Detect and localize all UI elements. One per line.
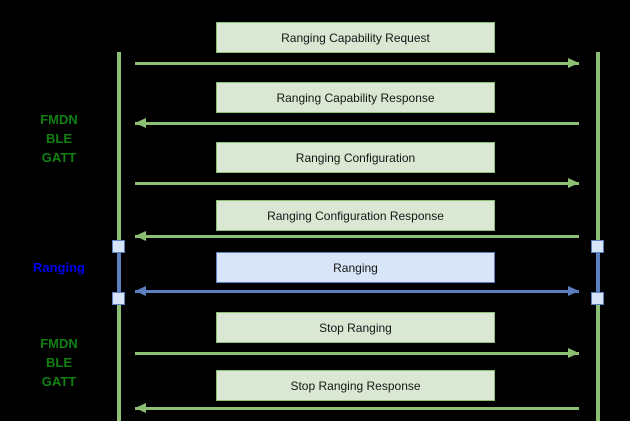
activation-bar-right — [596, 246, 600, 298]
message-arrow-stop-ranging-response — [135, 403, 579, 414]
arrowhead-left-icon — [135, 403, 146, 413]
lifeline-left-upper — [117, 52, 121, 241]
arrow-shaft — [135, 62, 579, 65]
arrow-shaft — [135, 235, 579, 238]
arrowhead-right-icon — [568, 348, 579, 358]
message-box-ranging: Ranging — [216, 252, 495, 283]
arrowhead-right-icon — [568, 58, 579, 68]
lifeline-right-upper — [596, 52, 600, 241]
arrow-shaft — [135, 290, 579, 293]
arrowhead-right-icon — [568, 178, 579, 188]
arrow-shaft — [135, 352, 579, 355]
message-arrow-stop-ranging — [135, 348, 579, 359]
activation-node-left-end — [112, 292, 125, 305]
message-box-ranging-configuration: Ranging Configuration — [216, 142, 495, 173]
arrowhead-left-icon — [135, 231, 146, 241]
message-box-stop-ranging-response: Stop Ranging Response — [216, 370, 495, 401]
message-arrow-ranging-capability-response — [135, 118, 579, 129]
message-box-ranging-capability-response: Ranging Capability Response — [216, 82, 495, 113]
arrowhead-left-icon — [135, 286, 146, 296]
message-arrow-ranging-configuration — [135, 178, 579, 189]
lifeline-right-lower — [596, 303, 600, 421]
activation-node-right-end — [591, 292, 604, 305]
activation-node-left-start — [112, 240, 125, 253]
message-arrow-ranging — [135, 286, 579, 297]
message-arrow-ranging-capability-request — [135, 58, 579, 69]
activation-node-right-start — [591, 240, 604, 253]
arrow-shaft — [135, 182, 579, 185]
message-box-stop-ranging: Stop Ranging — [216, 312, 495, 343]
phase-label-ranging: Ranging — [33, 260, 85, 275]
arrowhead-left-icon — [135, 118, 146, 128]
message-box-ranging-capability-request: Ranging Capability Request — [216, 22, 495, 53]
activation-bar-left — [117, 246, 121, 298]
arrow-shaft — [135, 407, 579, 410]
arrow-shaft — [135, 122, 579, 125]
phase-label-fmdn-ble-gatt-bottom: FMDN BLE GATT — [40, 336, 78, 389]
phase-label-fmdn-ble-gatt-top: FMDN BLE GATT — [40, 112, 78, 165]
lifeline-left-lower — [117, 303, 121, 421]
message-arrow-ranging-configuration-response — [135, 231, 579, 242]
message-box-ranging-configuration-response: Ranging Configuration Response — [216, 200, 495, 231]
arrowhead-right-icon — [568, 286, 579, 296]
